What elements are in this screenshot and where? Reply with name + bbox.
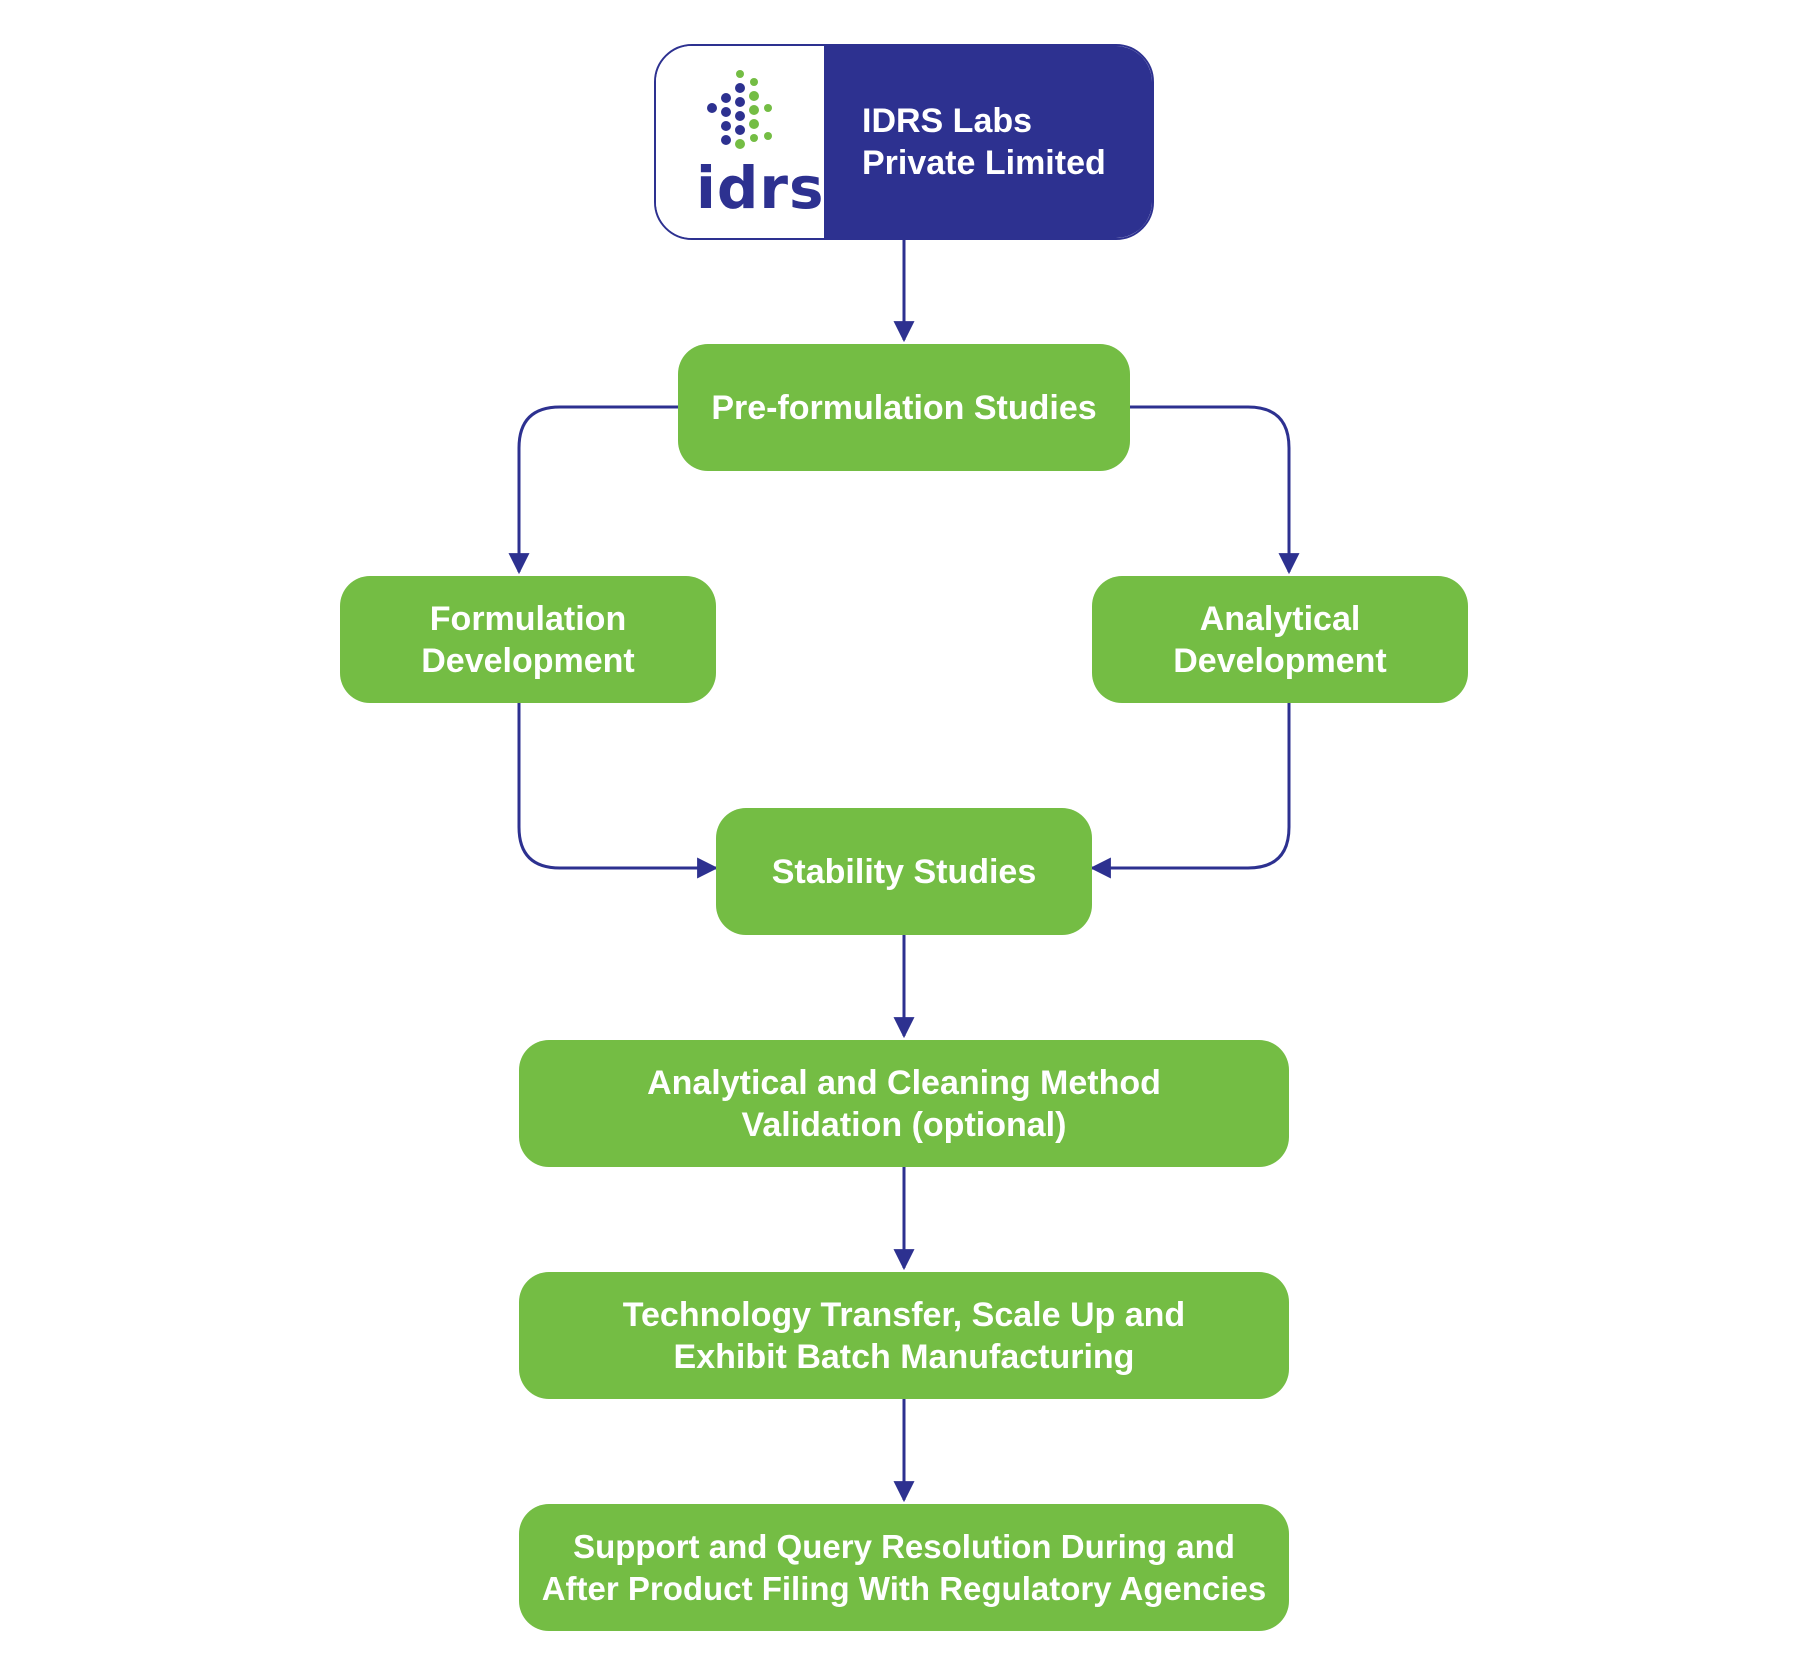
company-header: idrs IDRS Labs Private Limited: [654, 44, 1154, 240]
logo-text: idrs: [696, 154, 825, 222]
node-support-query-resolution: Support and Query Resolution During and …: [519, 1504, 1289, 1631]
arrow-formulation-to-stability: [517, 703, 719, 879]
node-formulation-development: Formulation Development: [340, 576, 716, 703]
arrow-analytical-to-stability: [1089, 703, 1291, 879]
idrs-logo-mark-icon: [707, 70, 772, 149]
logo-panel: idrs: [656, 46, 824, 238]
node-label-line1: Analytical and Cleaning Method: [647, 1063, 1161, 1102]
node-label-line2: After Product Filing With Regulatory Age…: [541, 1569, 1267, 1607]
node-label-line2: Exhibit Batch Manufacturing: [673, 1337, 1135, 1376]
node-analytical-development: Analytical Development: [1092, 576, 1468, 703]
node-label-line2: Development: [1173, 641, 1387, 680]
node-label-line2: Development: [421, 641, 635, 680]
arrow-preformulation-to-analytical: [1130, 405, 1300, 575]
node-label-line1: Formulation: [429, 599, 627, 638]
company-name-line1: IDRS Labs: [862, 102, 1033, 140]
node-label-line1: Support and Query Resolution During and: [573, 1527, 1235, 1565]
node-label-line1: Analytical: [1199, 599, 1361, 638]
node-pre-formulation-studies: Pre-formulation Studies: [678, 344, 1130, 471]
arrow-preformulation-to-formulation: [508, 405, 678, 575]
node-technology-transfer: Technology Transfer, Scale Up and Exhibi…: [519, 1272, 1289, 1399]
node-label-line2: Validation (optional): [741, 1105, 1067, 1144]
node-method-validation: Analytical and Cleaning Method Validatio…: [519, 1040, 1289, 1167]
company-name: IDRS Labs Private Limited: [824, 46, 1152, 238]
node-label: Stability Studies: [771, 852, 1037, 891]
node-label: Pre-formulation Studies: [711, 388, 1097, 427]
node-stability-studies: Stability Studies: [716, 808, 1092, 935]
node-label-line1: Technology Transfer, Scale Up and: [622, 1295, 1186, 1334]
company-name-line2: Private Limited: [862, 144, 1106, 182]
